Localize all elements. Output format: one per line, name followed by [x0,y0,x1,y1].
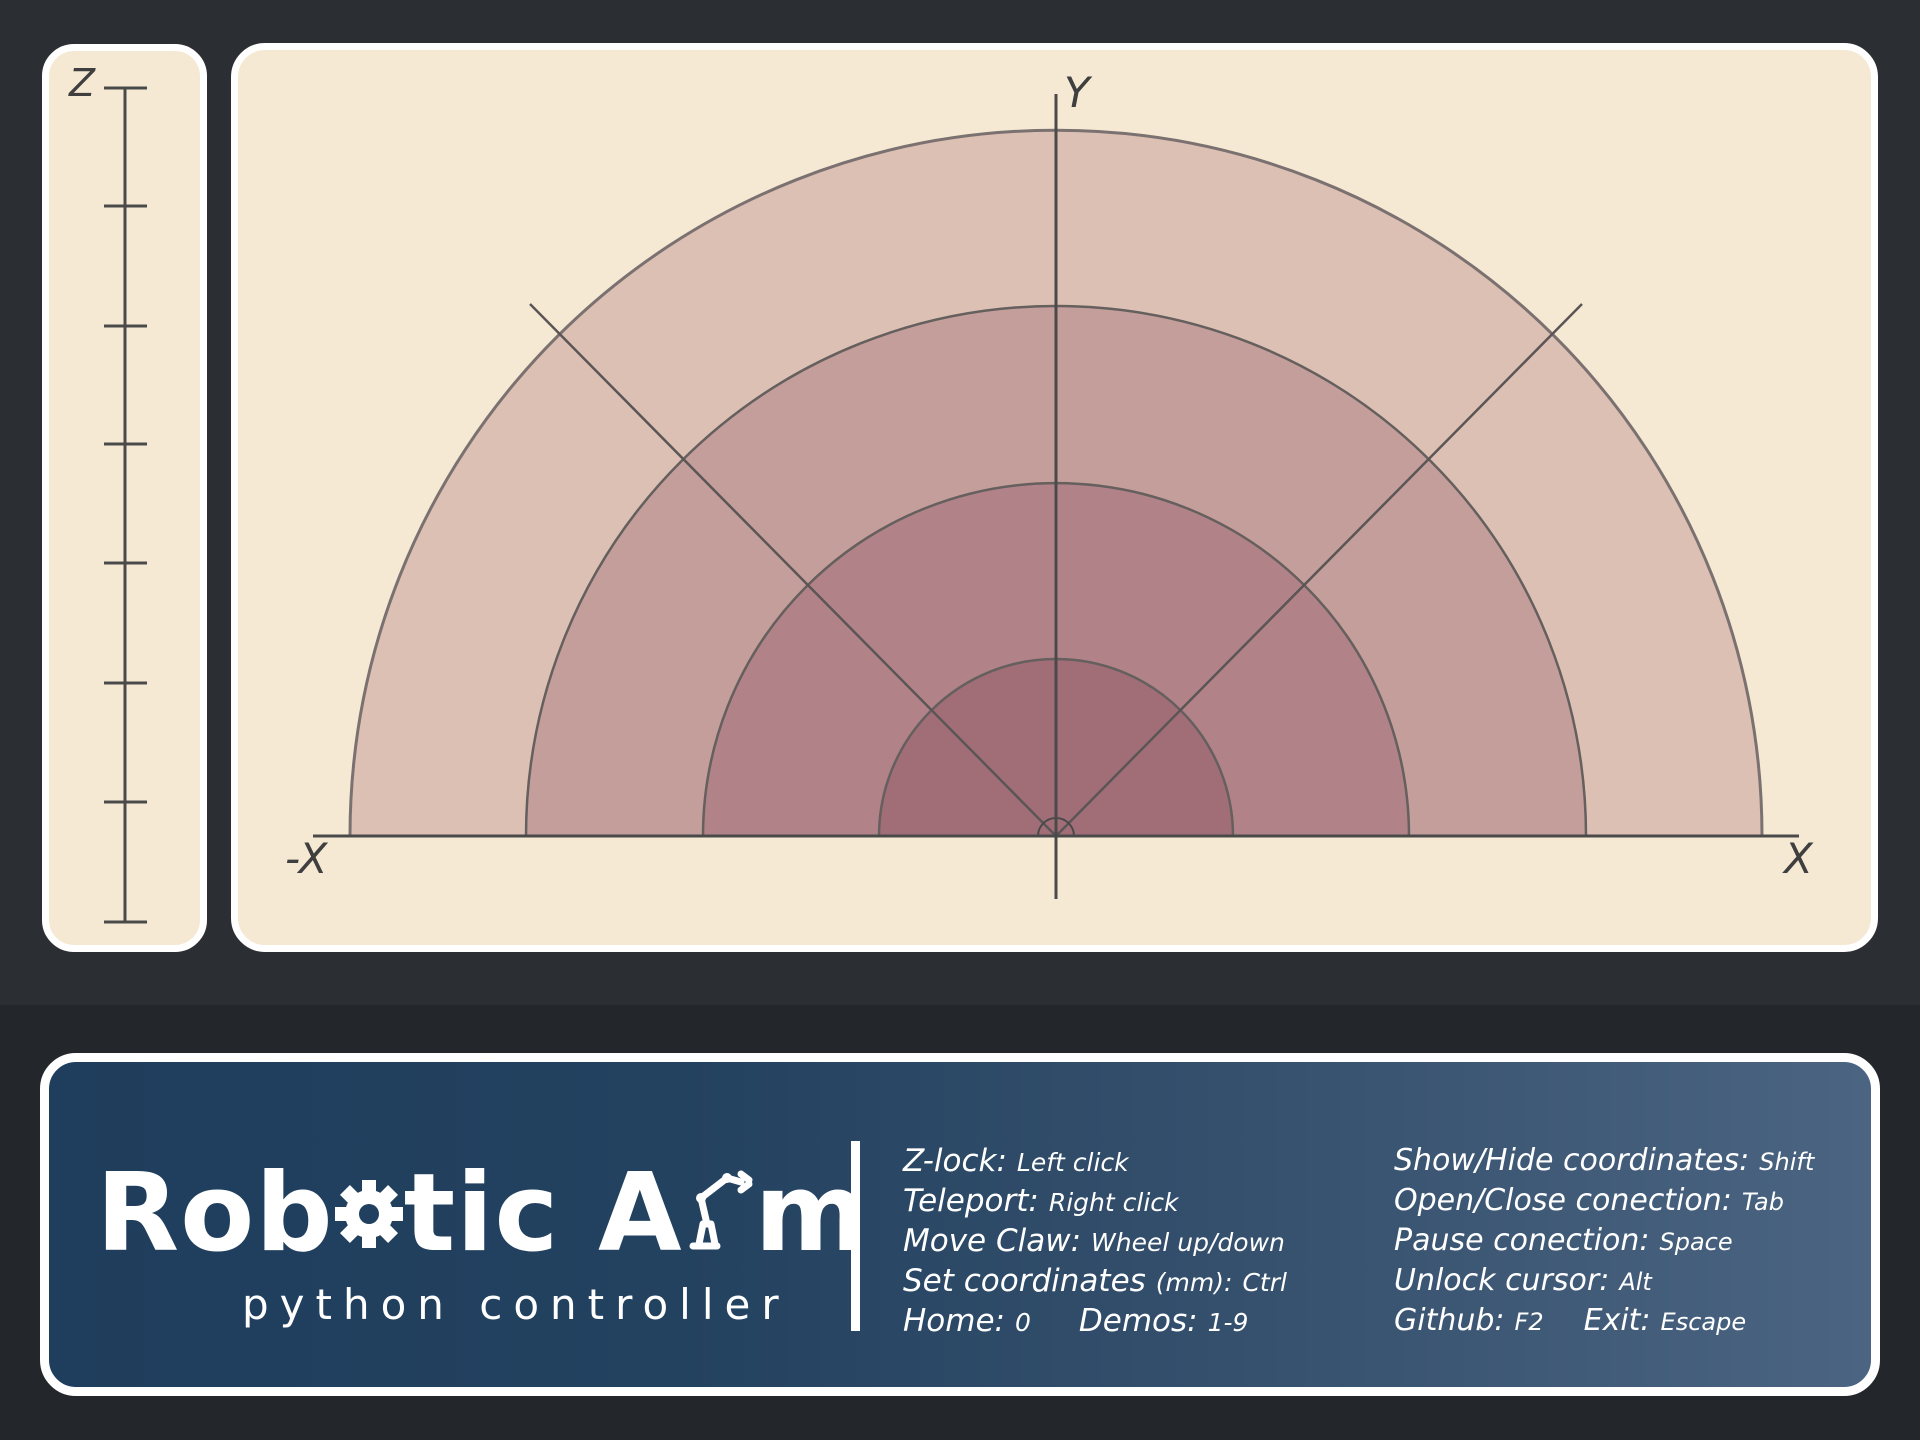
card-divider [851,1141,860,1331]
gear-icon [334,1166,404,1252]
controls-right-column: Show/Hide coordinates:Shift Open/Close c… [1394,1143,1864,1353]
z-axis-label: Z [68,61,96,105]
help-card: Rob tic A [40,1053,1880,1396]
control-move-claw: Move Claw:Wheel up/down [903,1223,1285,1259]
brand-title-part2: tic A [404,1151,683,1276]
x-axis-label: X [1782,834,1814,883]
control-unlock-cursor: Unlock cursor:Alt [1394,1263,1652,1298]
control-show-hide-coordinates: Show/Hide coordinates:Shift [1394,1143,1814,1178]
xy-workspace[interactable]: Y -X X [238,50,1871,945]
control-teleport: Teleport:Right click [903,1183,1179,1219]
y-axis-label: Y [1064,68,1093,117]
robot-arm-icon [683,1154,755,1254]
controls-left-column: Z-lock:Left click Teleport:Right click M… [903,1143,1363,1353]
brand-title-part1: Rob [96,1151,334,1276]
control-set-coordinates: Set coordinates(mm):Ctrl [903,1263,1287,1299]
brand-subtitle: python controller [242,1280,790,1329]
brand-logo: Rob tic A [96,1154,816,1334]
control-z-lock: Z-lock:Left click [903,1143,1129,1179]
neg-x-axis-label: -X [285,834,329,883]
control-pause-connection: Pause conection:Space [1394,1223,1733,1258]
control-open-close-connection: Open/Close conection:Tab [1394,1183,1784,1218]
z-axis-panel[interactable]: Z [42,44,207,952]
brand-title: Rob tic A [96,1154,868,1274]
z-axis-scale: Z [49,51,200,945]
xy-workspace-panel[interactable]: Y -X X [231,43,1878,952]
